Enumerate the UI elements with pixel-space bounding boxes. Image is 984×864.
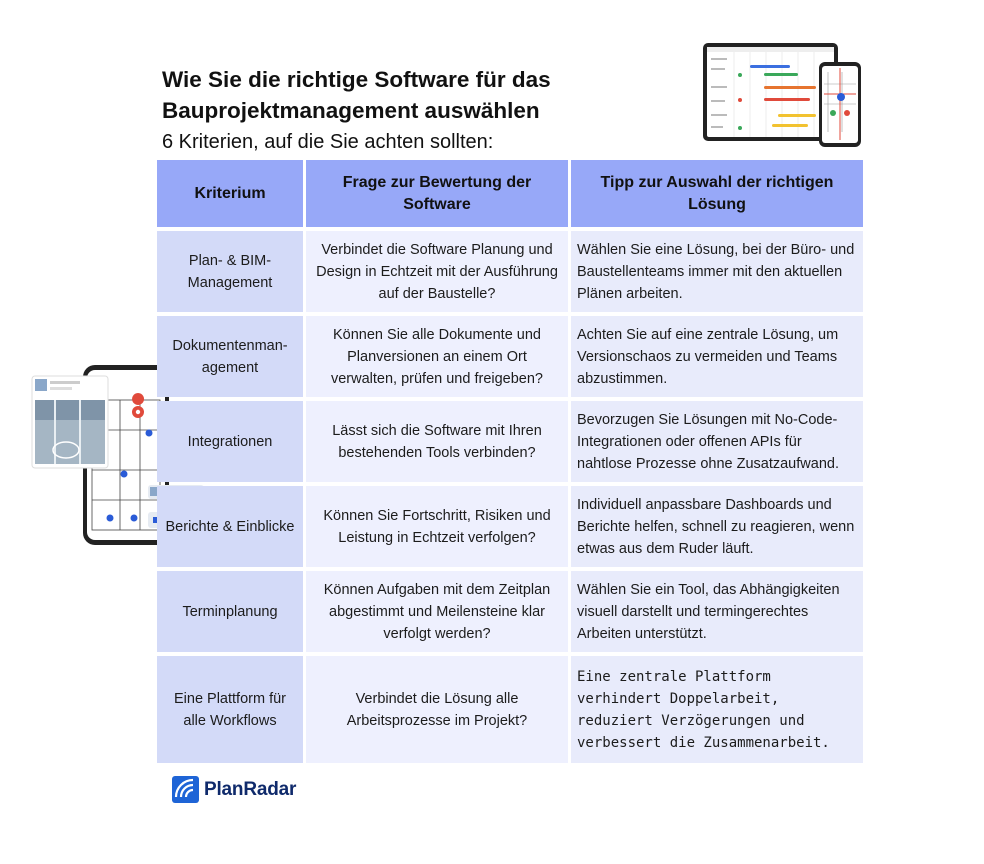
table-header-tip: Tipp zur Auswahl der richtigen Lösung [571, 160, 863, 227]
laptop-gantt-illustration [703, 43, 861, 147]
criteria-table: Kriterium Frage zur Bewertung der Softwa… [157, 160, 863, 763]
tip-cell: Eine zentrale Plattform verhindert Doppe… [571, 656, 863, 763]
criterion-cell: Dokumentenman-agement [157, 316, 303, 397]
question-cell: Können Aufgaben mit dem Zeitplan abgesti… [306, 571, 568, 652]
planradar-logo-icon [172, 776, 199, 803]
question-cell: Verbindet die Software Planung und Desig… [306, 231, 568, 312]
logo-text: PlanRadar [204, 778, 297, 800]
page-subtitle: 6 Kriterien, auf die Sie achten sollten: [162, 131, 494, 153]
phone-floorplan-illustration [31, 365, 204, 545]
question-cell: Verbindet die Lösung alle Arbeitsprozess… [306, 656, 568, 763]
question-cell: Können Sie alle Dokumente und Planversio… [306, 316, 568, 397]
criterion-cell: Berichte & Einblicke [157, 486, 303, 567]
planradar-logo: PlanRadar [172, 776, 296, 803]
tip-cell: Wählen Sie ein Tool, das Abhängigkeiten … [571, 571, 863, 652]
question-cell: Können Sie Fortschritt, Risiken und Leis… [306, 486, 568, 567]
page-title: Wie Sie die richtige Software für das Ba… [162, 67, 551, 123]
table-header-criterion: Kriterium [157, 160, 303, 227]
table-header-question: Frage zur Bewertung der Software [306, 160, 568, 227]
tip-cell: Achten Sie auf eine zentrale Lösung, um … [571, 316, 863, 397]
criterion-cell: Terminplanung [157, 571, 303, 652]
tip-cell: Wählen Sie eine Lösung, bei der Büro- un… [571, 231, 863, 312]
criterion-cell: Plan- & BIM-Management [157, 231, 303, 312]
criterion-cell: Integrationen [157, 401, 303, 482]
tip-cell: Individuell anpassbare Dashboards und Be… [571, 486, 863, 567]
question-cell: Lässt sich die Software mit Ihren besteh… [306, 401, 568, 482]
criterion-cell: Eine Plattform für alle Workflows [157, 656, 303, 763]
tip-cell: Bevorzugen Sie Lösungen mit No-Code-Inte… [571, 401, 863, 482]
